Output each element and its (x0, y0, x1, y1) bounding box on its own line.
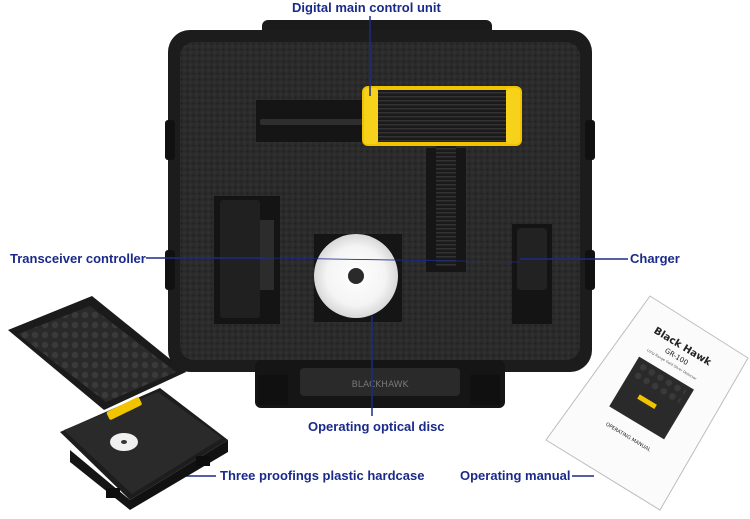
hardcase-photo (8, 296, 228, 510)
label-main-unit: Digital main control unit (292, 0, 441, 15)
leader-lines (146, 16, 628, 477)
manual-photo: Black Hawk GR-100 Long Range Gold Silver… (545, 295, 749, 511)
label-charger: Charger (630, 251, 680, 266)
label-hardcase: Three proofings plastic hardcase (220, 468, 425, 483)
label-disc: Operating optical disc (308, 419, 445, 434)
manual-cover-image (609, 356, 694, 440)
transceiver-photo (214, 196, 280, 324)
label-transceiver: Transceiver controller (10, 251, 146, 266)
case-brand: BLACKHAWK (352, 380, 410, 390)
charger-photo (512, 224, 552, 324)
label-manual: Operating manual (460, 468, 571, 483)
disc-photo (314, 234, 402, 322)
control-unit-photo (362, 86, 522, 146)
rod (256, 100, 466, 272)
